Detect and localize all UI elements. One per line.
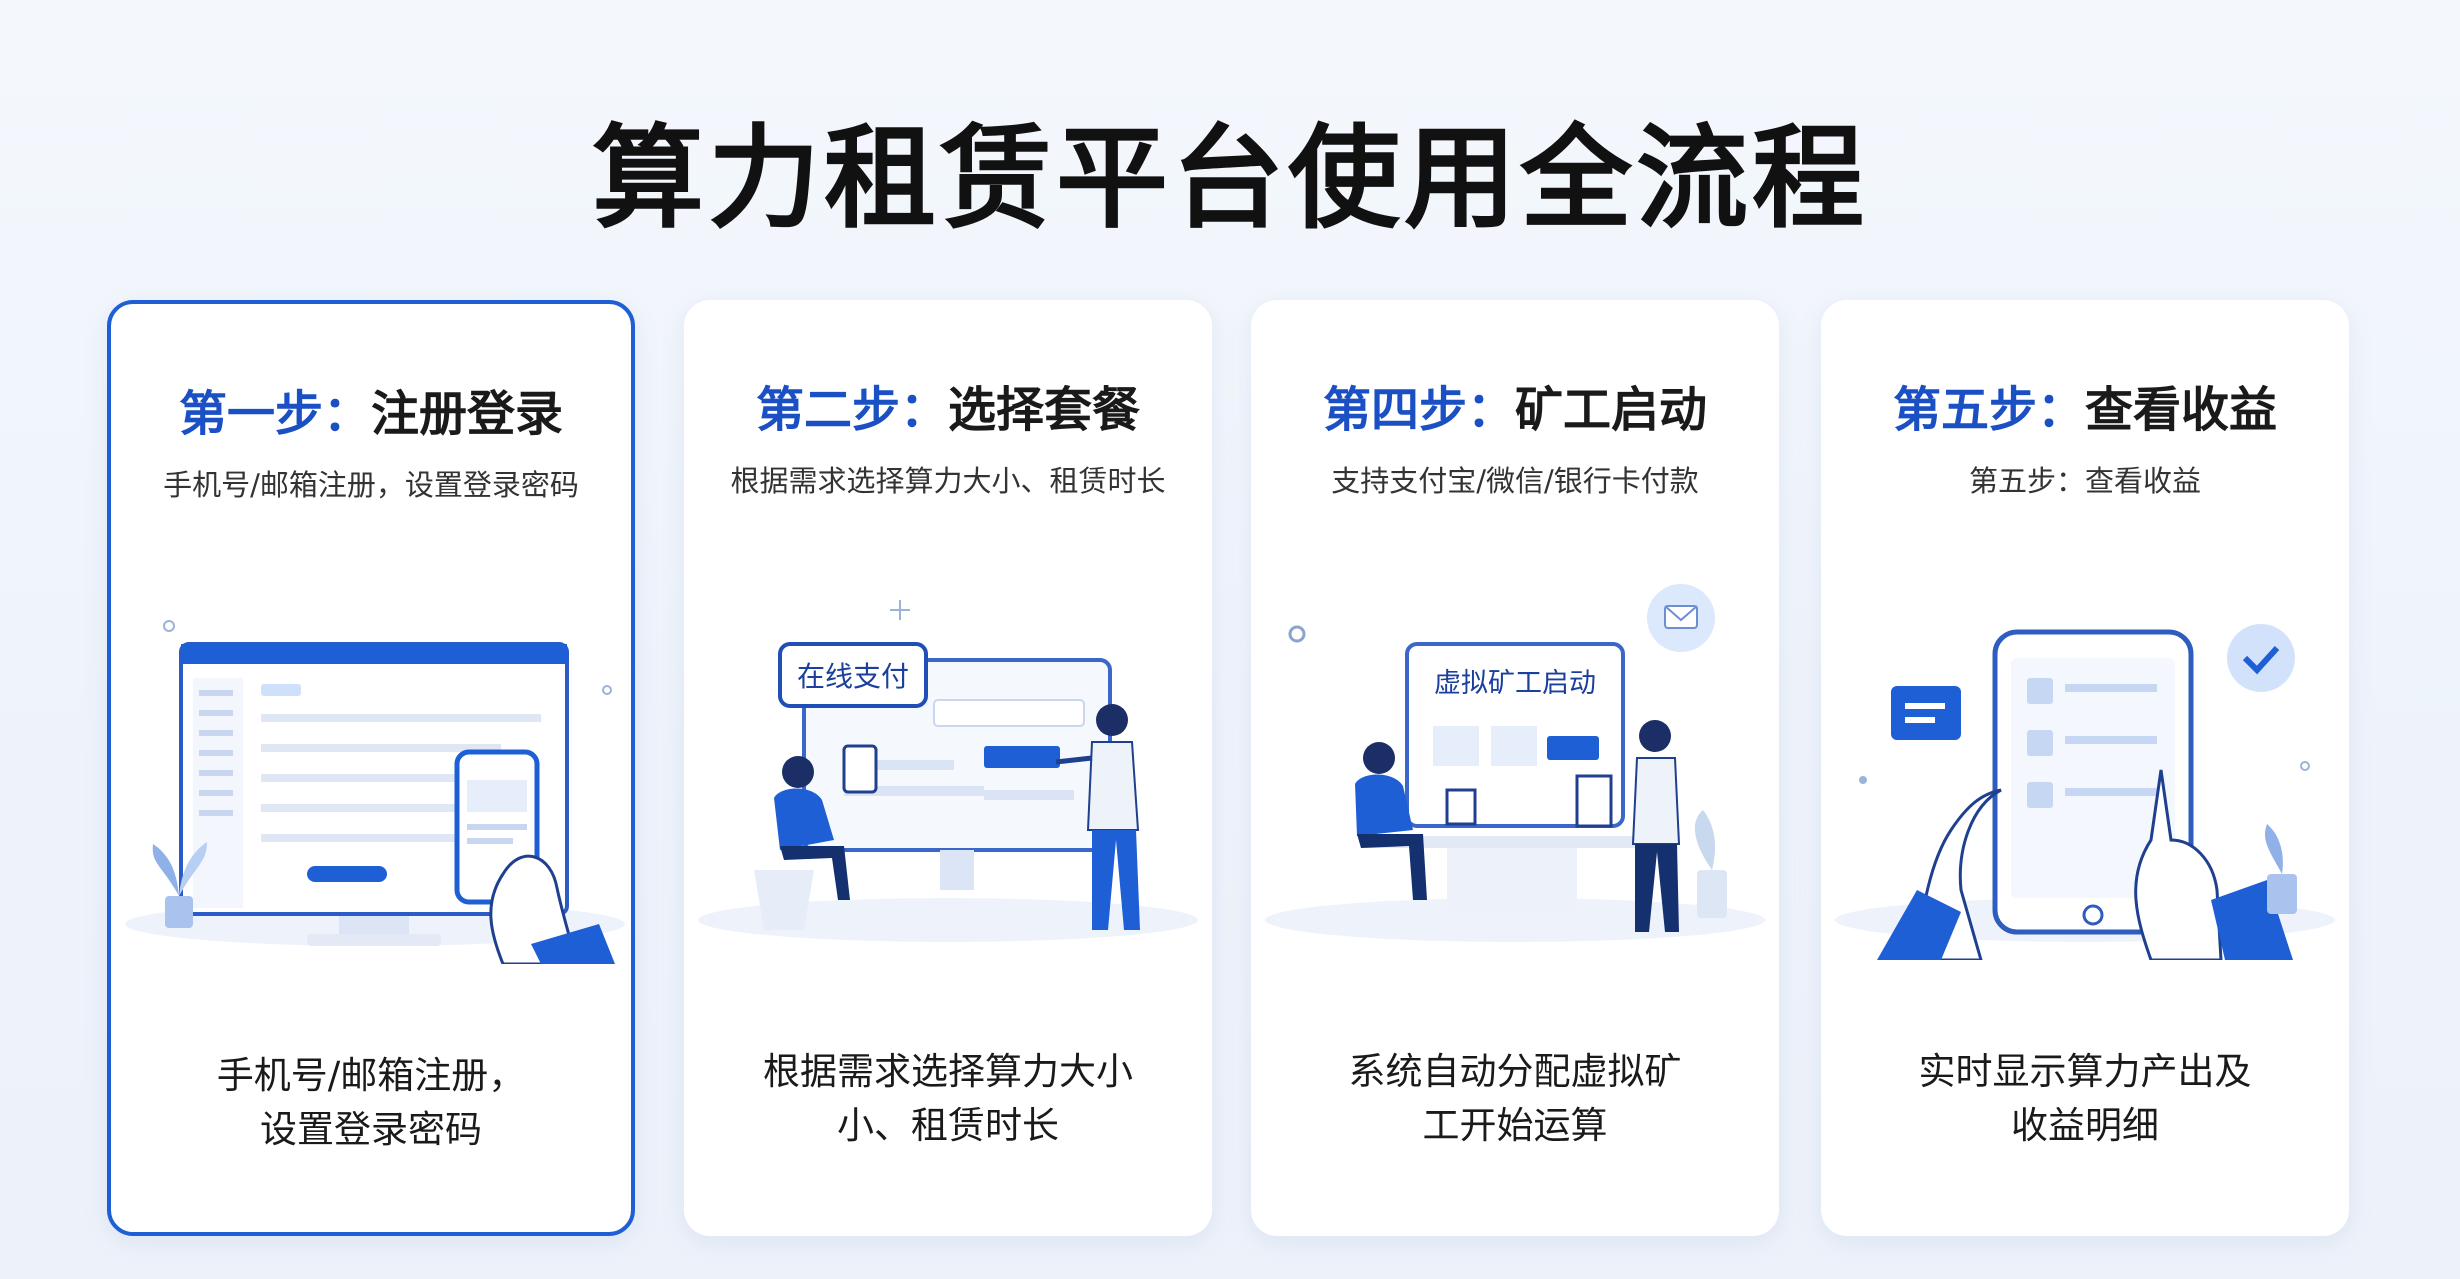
card-description: 根据需求选择算力大小 小、租赁时长 [763, 1050, 1133, 1147]
card-description: 实时显示算力产出及 收益明细 [1918, 1050, 2252, 1147]
card-description: 手机号/邮箱注册， 设置登录密码 [216, 1054, 526, 1151]
card-description: 系统自动分配虚拟矿 工开始运算 [1348, 1050, 1682, 1147]
step-card-select-plan[interactable]: 第二步：选择套餐 根据需求选择算力大小、租赁时长 在线支付 根据需求选择算力大小… [684, 300, 1212, 1236]
svg-text:在线支付: 在线支付 [797, 660, 909, 693]
select-plan-illustration: 在线支付 [698, 600, 1198, 942]
step-card-miner-start[interactable]: 第四步：矿工启动 支持支付宝/微信/银行卡付款 虚拟矿工启动 系统自动分配虚拟矿… [1251, 300, 1779, 1236]
card-subtitle: 手机号/邮箱注册，设置登录密码 [163, 468, 579, 502]
card-subtitle: 支持支付宝/微信/银行卡付款 [1331, 464, 1699, 498]
earnings-illustration [1835, 624, 2335, 960]
page-title: 算力租赁平台使用全流程 [592, 114, 1868, 244]
step-card-register[interactable]: 第一步：注册登录 手机号/邮箱注册，设置登录密码 [107, 300, 635, 1236]
card-title: 第一步：注册登录 [178, 386, 564, 442]
card-title: 第四步：矿工启动 [1322, 382, 1708, 438]
step-card-view-earnings[interactable]: 第五步：查看收益 第五步：查看收益 实时显示算力产出及 收益明 [1821, 300, 2349, 1236]
card-subtitle: 第五步：查看收益 [1968, 464, 2201, 498]
card-title: 第五步：查看收益 [1892, 382, 2278, 438]
card-title: 第二步：选择套餐 [755, 382, 1141, 438]
card-subtitle: 根据需求选择算力大小、租赁时长 [730, 464, 1166, 498]
register-illustration [125, 620, 625, 964]
miner-start-illustration: 虚拟矿工启动 [1265, 584, 1765, 942]
svg-text:虚拟矿工启动: 虚拟矿工启动 [1434, 668, 1596, 699]
